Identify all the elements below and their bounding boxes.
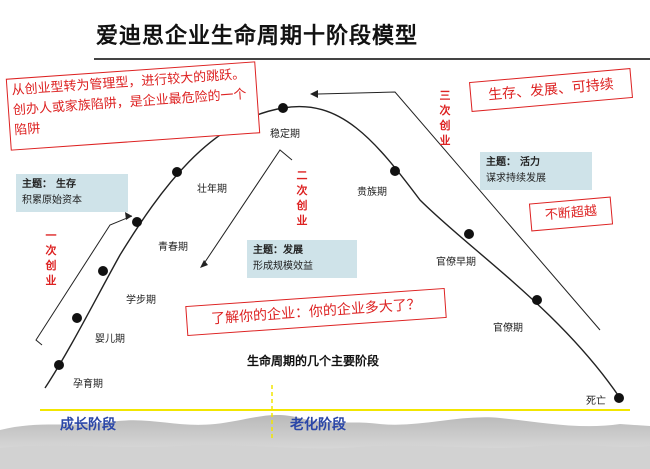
theme-develop-keyword: 发展: [283, 245, 303, 256]
stage-label-xuebu: 学步期: [126, 295, 156, 306]
theme-survive-keyword: 生存: [56, 179, 76, 190]
survive-sustain-text: 生存、发展、可持续: [487, 76, 615, 104]
theme-vitality-desc: 谋求持续发展: [486, 173, 546, 184]
title-rule: [94, 58, 650, 60]
theme-survive: 主题： 生存 积累原始资本: [16, 174, 128, 212]
first-venture-label: 一次创业: [45, 229, 57, 287]
center-caption: 生命周期的几个主要阶段: [247, 354, 380, 368]
phase-growth: 成长阶段: [60, 417, 116, 433]
keep-excelling-text: 不断超越: [544, 203, 598, 224]
stage-label-guizu: 贵族期: [357, 187, 387, 198]
theme-develop: 主题：发展 形成规模效益: [247, 240, 357, 278]
stage-label-zhuangnian: 壮年期: [197, 184, 227, 195]
stage-label-guanliao-early: 官僚早期: [436, 257, 476, 268]
stage-point-guanliao: [532, 295, 542, 305]
stage-label-siwang: 死亡: [586, 396, 606, 407]
stage-point-xuebu: [98, 266, 108, 276]
stage-point-qingchun: [132, 217, 142, 227]
stage-point-guizu: [390, 166, 400, 176]
theme-develop-label: 主题：: [253, 245, 283, 256]
stage-point-wending: [278, 103, 288, 113]
theme-survive-label: 主题：: [22, 179, 52, 190]
stage-label-yinger: 婴儿期: [95, 334, 125, 345]
stage-label-qingchun: 青春期: [158, 242, 188, 253]
phase-aging: 老化阶段: [290, 417, 346, 433]
page-title: 爱迪思企业生命周期十阶段模型: [96, 24, 419, 49]
stage-point-siwang: [614, 393, 624, 403]
stage-label-guanliao: 官僚期: [493, 323, 523, 334]
theme-survive-desc: 积累原始资本: [22, 195, 82, 206]
theme-develop-desc: 形成规模效益: [253, 261, 313, 272]
stage-label-wending: 稳定期: [270, 129, 300, 140]
theme-vitality-label: 主题：: [486, 157, 516, 168]
first-venture-arrow: [35, 215, 133, 346]
trap-note-text: 从创业型转为管理型，进行较大的跳跃。创办人或家族陷阱，是企业最危险的一个陷阱: [11, 67, 248, 139]
theme-vitality-keyword: 活力: [520, 157, 540, 168]
third-venture-label: 三次创业: [439, 89, 451, 147]
stage-label-yunyu: 孕育期: [73, 379, 103, 390]
second-venture-arrow: [204, 149, 293, 263]
stage-point-yinger: [72, 313, 82, 323]
second-venture-label: 二次创业: [296, 169, 308, 227]
stage-point-guanliao-early: [464, 229, 474, 239]
stage-point-yunyu: [54, 360, 64, 370]
theme-vitality: 主题： 活力 谋求持续发展: [480, 152, 592, 190]
third-venture-arrow: [317, 91, 601, 331]
stage-point-zhuangnian: [172, 167, 182, 177]
